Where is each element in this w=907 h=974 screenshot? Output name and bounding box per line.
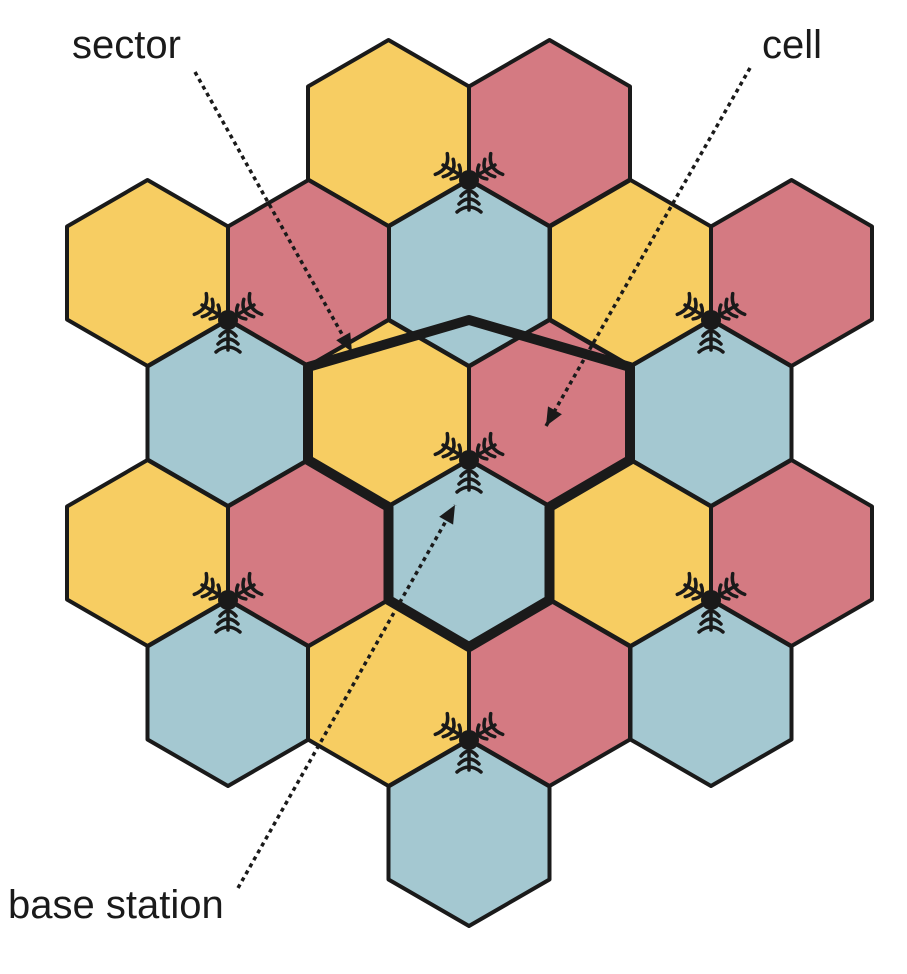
sector-label: sector [72,23,181,67]
base-station-dot [459,170,479,190]
base-station-dot [459,450,479,470]
base-station [433,711,505,774]
base-station-dot [459,730,479,750]
highlighted-cell-outline [303,315,635,652]
cell-label: cell [762,23,822,67]
base-station-pointer [236,504,457,889]
antenna-icon [697,598,725,634]
antenna-icon [709,291,747,322]
base-station [192,291,264,354]
sector-hexagons [65,38,874,928]
base-station [675,571,747,634]
pointer-lines [193,67,752,889]
antenna-icon [697,318,725,354]
base-stations [192,151,747,774]
sector-pointer [193,71,354,353]
base-station-dot [218,590,238,610]
base-station-dot [218,310,238,330]
base-station-dot [701,590,721,610]
base-station [675,291,747,354]
base-station-label: base station [8,883,224,927]
base-station-dot [701,310,721,330]
antenna-icon [192,291,230,322]
base-station [192,571,264,634]
cell-boundary [303,315,635,652]
base-station [433,431,505,494]
sector-hexagon [386,738,552,928]
base-station [433,151,505,214]
cell-pointer [544,67,752,427]
